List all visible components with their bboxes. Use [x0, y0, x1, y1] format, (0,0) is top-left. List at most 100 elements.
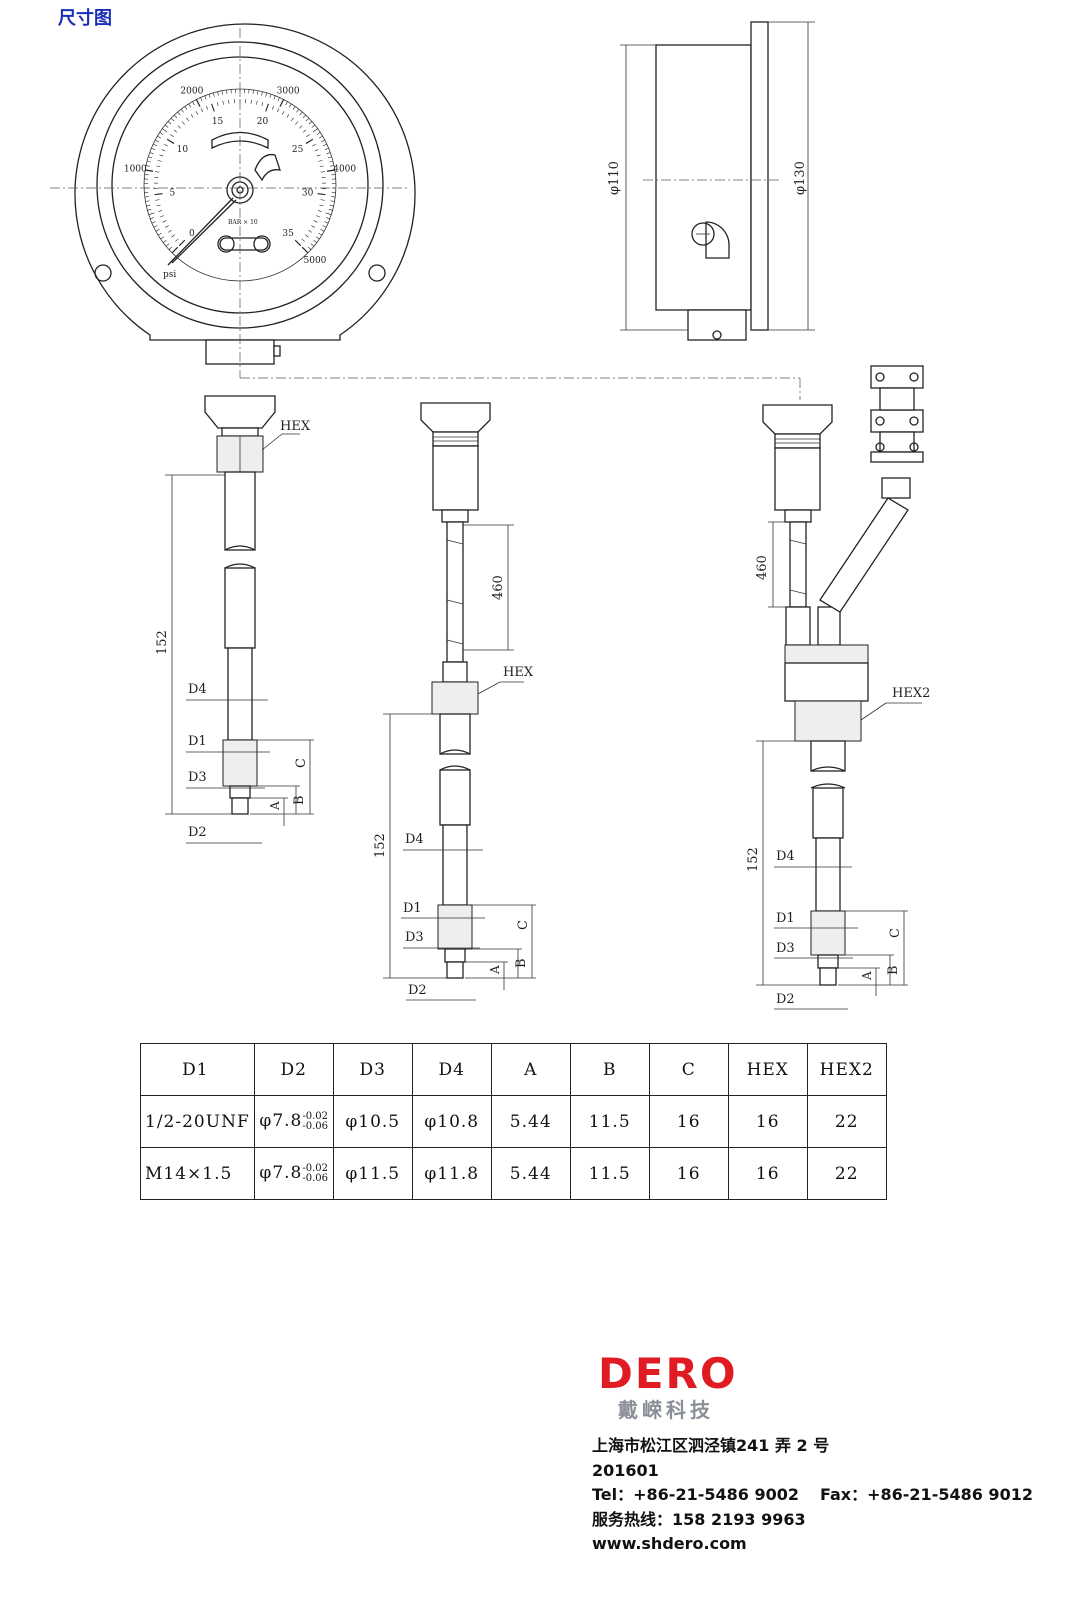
psi-tick — [153, 225, 158, 228]
psi-tick — [157, 135, 161, 139]
psi-tick — [325, 217, 330, 220]
d2-upper-tol: -0.02 — [302, 1162, 329, 1174]
dim-c-probe3: C — [888, 928, 903, 938]
company-website[interactable]: www.shdero.com — [592, 1534, 747, 1553]
dim-d2-probe2: D2 — [408, 983, 427, 998]
header-d1: D1 — [140, 1043, 255, 1096]
bar-tick — [319, 165, 324, 168]
psi-tick — [279, 99, 285, 107]
dim-460-probe2: 460 — [491, 575, 506, 600]
header-a: A — [490, 1043, 571, 1096]
bar-scale-label: 10 — [177, 145, 189, 155]
bar-tick — [162, 220, 167, 223]
psi-tick — [312, 128, 318, 133]
psi-tick — [285, 101, 288, 106]
psi-tick — [326, 152, 331, 155]
bar-tick — [250, 99, 252, 104]
cell-c: 16 — [648, 1095, 729, 1148]
psi-tick — [305, 117, 310, 122]
psi-tick — [162, 128, 168, 133]
bar-tick — [317, 193, 326, 196]
bar-tick — [305, 138, 314, 144]
bar-tick — [294, 239, 302, 247]
psi-tick — [212, 92, 215, 97]
bar-tick — [316, 154, 321, 157]
dim-b-probe1: B — [292, 795, 307, 805]
bar-tick — [216, 102, 219, 107]
cell-c: 16 — [648, 1147, 729, 1200]
bar-scale-label: 20 — [257, 117, 269, 127]
bar-tick — [160, 215, 165, 218]
psi-tick — [301, 246, 309, 254]
dim-460-probe3: 460 — [755, 555, 770, 580]
dim-hex2-probe3: HEX2 — [892, 686, 930, 701]
bar-scale-label: 25 — [292, 145, 304, 155]
bar-tick — [265, 103, 269, 112]
cell-a: 5.44 — [490, 1095, 571, 1148]
bar-tick — [159, 154, 164, 157]
psi-tick — [324, 147, 329, 151]
psi-tick — [195, 99, 201, 107]
psi-tick — [188, 103, 191, 108]
dim-b-probe2: B — [514, 958, 529, 968]
cell-hex2: 22 — [806, 1095, 887, 1148]
psi-tick — [299, 111, 303, 116]
dim-d3-probe1: D3 — [188, 770, 207, 785]
psi-scale-label: 2000 — [180, 87, 203, 97]
bar-tick — [318, 159, 323, 162]
cell-d2: φ7.8-0.02-0.06 — [253, 1095, 334, 1148]
dim-dia-130: φ130 — [793, 161, 808, 195]
psi-tick — [320, 229, 325, 232]
psi-tick — [167, 121, 172, 125]
cell-d4: φ10.8 — [411, 1095, 492, 1148]
psi-tick — [180, 108, 184, 113]
bar-tick — [168, 229, 172, 233]
dim-d1-probe3: D1 — [776, 911, 795, 926]
cell-d1: 1/2-20UNF — [140, 1095, 255, 1148]
psi-tick — [330, 200, 335, 202]
spec-table: D1 D2 D3 D4 A B C HEX HEX2 1/2-20UNF φ7.… — [140, 1043, 887, 1200]
psi-tick — [328, 208, 333, 211]
psi-tick — [269, 94, 272, 99]
psi-tick — [277, 97, 280, 102]
bar-tick — [320, 171, 325, 173]
psi-tick — [149, 152, 154, 155]
psi-tick — [155, 229, 160, 232]
psi-tick — [318, 232, 323, 236]
psi-tick — [200, 97, 203, 102]
psi-tick — [311, 124, 316, 128]
psi-tick — [221, 90, 224, 95]
bar-tick — [165, 225, 169, 228]
company-address: 上海市松江区泗泾镇241 弄 2 号 — [592, 1436, 830, 1455]
bar-tick — [281, 111, 285, 115]
psi-tick — [321, 139, 325, 143]
header-hex2: HEX2 — [806, 1043, 887, 1096]
psi-tick — [302, 114, 306, 119]
header-hex: HEX — [727, 1043, 808, 1096]
psi-tick — [326, 169, 335, 172]
d2-lower-tol: -0.06 — [302, 1120, 329, 1132]
bar-tick — [205, 105, 209, 110]
bar-tick — [261, 102, 264, 107]
psi-tick — [147, 208, 152, 211]
bar-tick — [181, 121, 185, 125]
bar-tick — [164, 143, 168, 147]
psi-tick — [226, 89, 228, 94]
dim-a-probe2: A — [488, 965, 502, 975]
psi-tick — [265, 92, 268, 97]
bar-tick — [190, 114, 194, 118]
bar-scale-label: 0 — [189, 229, 195, 239]
psi-tick — [153, 143, 157, 147]
bar-tick — [222, 100, 224, 105]
bar-tick — [158, 210, 163, 212]
bar-tick — [313, 220, 318, 223]
psi-tick — [308, 121, 313, 125]
dim-d2-probe1: D2 — [188, 825, 207, 840]
psi-tick — [163, 239, 167, 243]
psi-tick — [184, 106, 188, 110]
psi-tick — [144, 196, 149, 198]
bar-tick — [299, 125, 303, 129]
psi-tick — [204, 95, 207, 100]
cell-b: 11.5 — [569, 1147, 650, 1200]
cell-a: 5.44 — [490, 1147, 571, 1200]
